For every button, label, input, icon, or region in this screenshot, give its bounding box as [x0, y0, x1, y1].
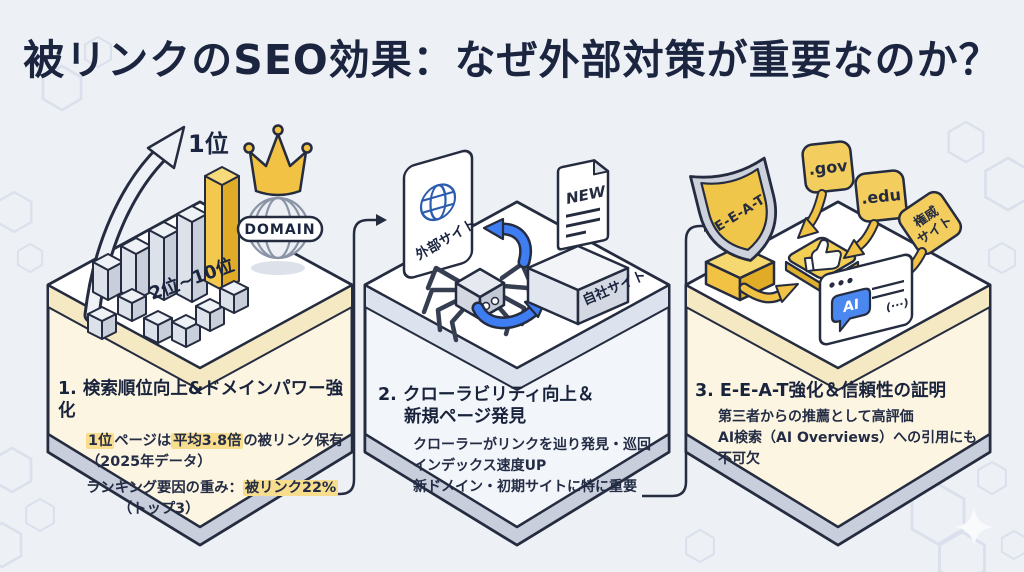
panel-1-stat-line-1: 1位ページは平均3.8倍の被リンク保有	[86, 433, 344, 449]
new-document: NEW	[556, 159, 610, 251]
panel-3-body-line-1: 第三者からの推薦として高評価	[718, 409, 914, 425]
edu-arrow	[843, 219, 879, 259]
thumbs-up-icon	[803, 238, 842, 273]
svg-text:.edu: .edu	[860, 185, 902, 208]
eeat-shield: E-E-A-T	[689, 156, 778, 262]
browser-text-lines	[872, 279, 904, 300]
panel-2-heading-line-2: 新規ページ発見	[404, 407, 527, 427]
panel-2-body-line-1: クローラーがリンクを辿り発見・巡回	[413, 437, 651, 453]
rank1-bar	[204, 166, 240, 291]
panel-1-stat-line-2: （2025年データ）	[86, 454, 212, 470]
highlight-3-8x: 平均3.8倍	[171, 433, 244, 449]
highlight-22pct: 被リンク22%	[242, 480, 339, 496]
panel-3-bottom-bevel	[684, 432, 992, 547]
panel-3-body-line-3: 不可欠	[718, 451, 760, 467]
panel-3-text-block: 3. E-E-A-T強化＆信頼性の証明 第三者からの推薦として高評価 AI検索（…	[695, 380, 991, 470]
panel-1-text-block: 1. 検索順位向上&ドメインパワー強化 1位ページは平均3.8倍の被リンク保有 …	[58, 378, 350, 520]
gov-arrow	[797, 189, 827, 239]
browser-dots	[829, 277, 853, 288]
panel-1-stat-line-4: （トップ3）	[118, 501, 200, 517]
panel-2-body-line-2: インデックス速度UP	[413, 458, 547, 474]
external-site-card	[402, 149, 474, 279]
panel-1-bottom-bevel	[46, 432, 354, 547]
edu-tag: .edu	[854, 169, 908, 223]
panel-3-heading: 3. E-E-A-T強化＆信頼性の証明	[695, 381, 947, 401]
crown-icon	[243, 124, 313, 197]
svg-text:DOMAIN: DOMAIN	[244, 222, 315, 238]
card-globe-icon	[419, 183, 457, 222]
connector-arrow-1	[300, 214, 387, 496]
panel-2-bottom-bevel	[363, 432, 671, 547]
browser-ellipsis: (···)	[886, 296, 909, 314]
panel-2-heading-line-1: 2. クローラビリティ向上＆	[378, 385, 595, 405]
panel-2-body-line-3: 新ドメイン・初期サイトに特に重要	[413, 479, 637, 495]
rank-cubes	[87, 280, 249, 348]
ai-chat-bubble: AI	[830, 287, 872, 333]
ai-label: AI	[843, 296, 859, 316]
sparkle-decoration	[954, 507, 994, 547]
panel-2-text-block: 2. クローラビリティ向上＆ 新規ページ発見 クローラーがリンクを辿り発見・巡回…	[378, 384, 660, 498]
ai-browser-window: (···) AI	[818, 253, 914, 346]
svg-text:.gov: .gov	[808, 156, 849, 179]
highlight-rank1: 1位	[86, 433, 115, 449]
rank1-label: 1位	[188, 130, 229, 158]
panel-3-body-line-2: AI検索（AI Overviews）への引用にも	[718, 430, 978, 446]
infographic-title: 被リンクのSEO効果：なぜ外部対策が重要なのか？	[23, 36, 1001, 84]
gov-tag: .gov	[801, 140, 855, 194]
domain-badge: DOMAIN	[236, 215, 324, 243]
ranking-bar-chart	[87, 166, 249, 348]
panel-1-stat-line-3: ランキング要因の重み：被リンク22%	[86, 480, 339, 496]
own-site-box	[526, 244, 630, 326]
panel-1-heading: 1. 検索順位向上&ドメインパワー強化	[58, 379, 344, 421]
cycle-arrow-up-icon	[482, 217, 532, 269]
pedestal-to-thumb-arrow	[738, 282, 799, 304]
globe-shadow	[251, 261, 305, 275]
